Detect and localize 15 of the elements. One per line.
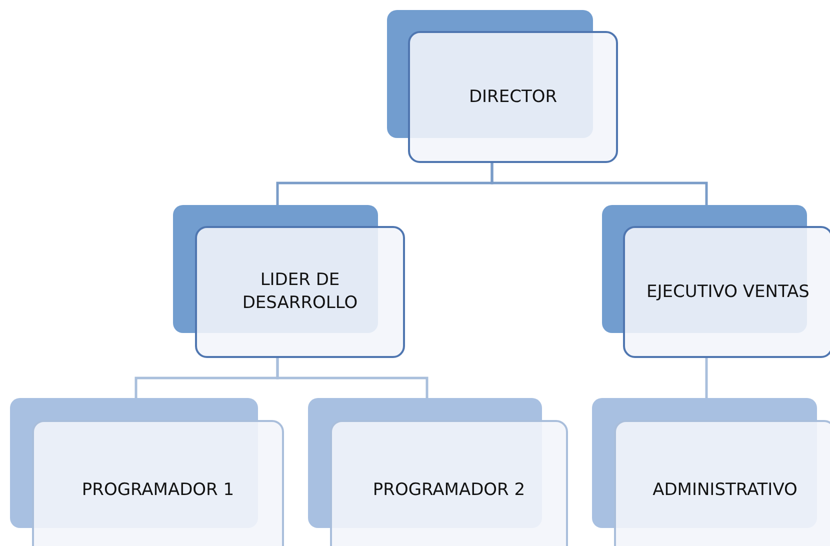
role-title: DIRECTOR: [468, 86, 558, 108]
org-box: [614, 420, 830, 546]
org-box: [623, 226, 830, 358]
connector-line: [490, 163, 708, 205]
org-box: [408, 31, 618, 163]
role-title: ADMINISTRATIVO: [652, 478, 798, 502]
org-box: [195, 226, 405, 358]
connector-line: [276, 358, 428, 398]
connector-line: [705, 358, 708, 398]
role-title: PROGRAMADOR 1: [80, 478, 236, 502]
org-box: [330, 420, 568, 546]
role-title: PROGRAMADOR 2: [372, 478, 526, 502]
role-title: EJECUTIVO VENTAS: [646, 280, 810, 304]
role-title: LIDER DE DESARROLLO: [241, 269, 359, 315]
org-box: [32, 420, 284, 546]
